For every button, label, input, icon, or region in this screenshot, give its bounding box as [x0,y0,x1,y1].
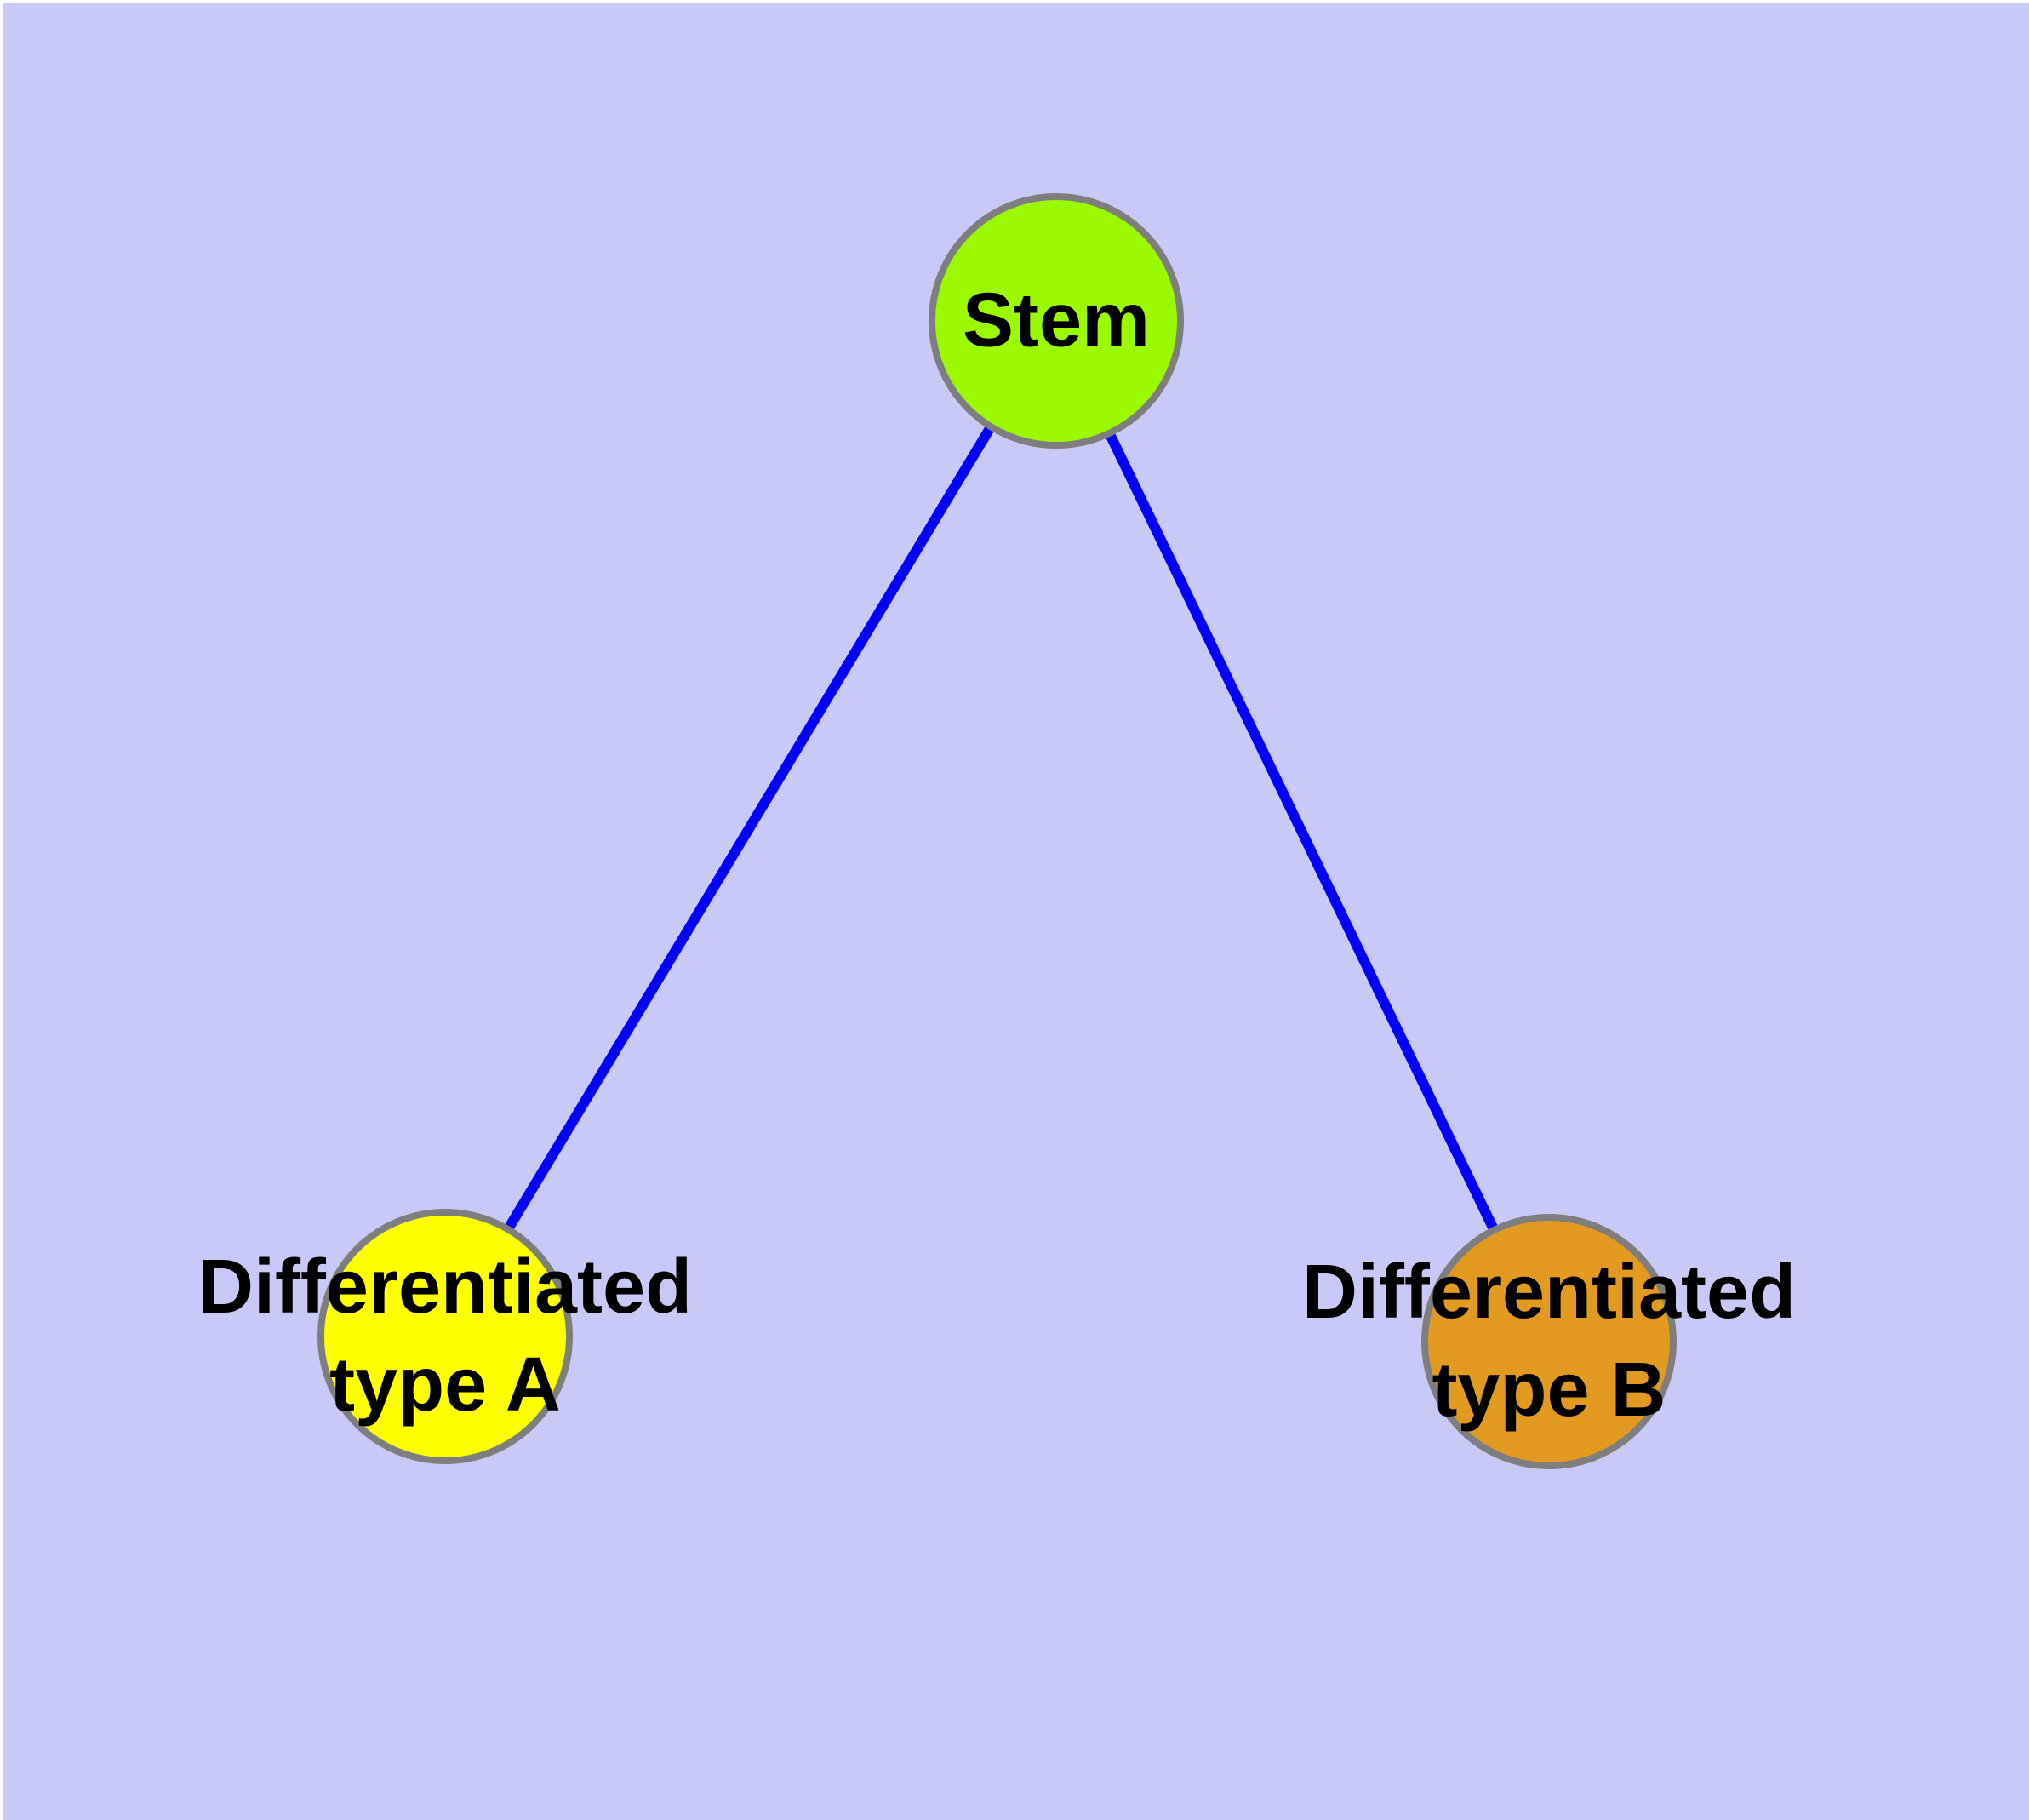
node-differentiated-type-b[interactable] [1421,1214,1677,1469]
edge-stem-to-differentiated-type-b [1050,318,1552,1342]
edge-layer [440,318,1552,1342]
edge-stem-to-differentiated-type-a [440,318,1060,1337]
node-stem[interactable] [929,193,1184,449]
node-differentiated-type-a[interactable] [317,1209,573,1464]
